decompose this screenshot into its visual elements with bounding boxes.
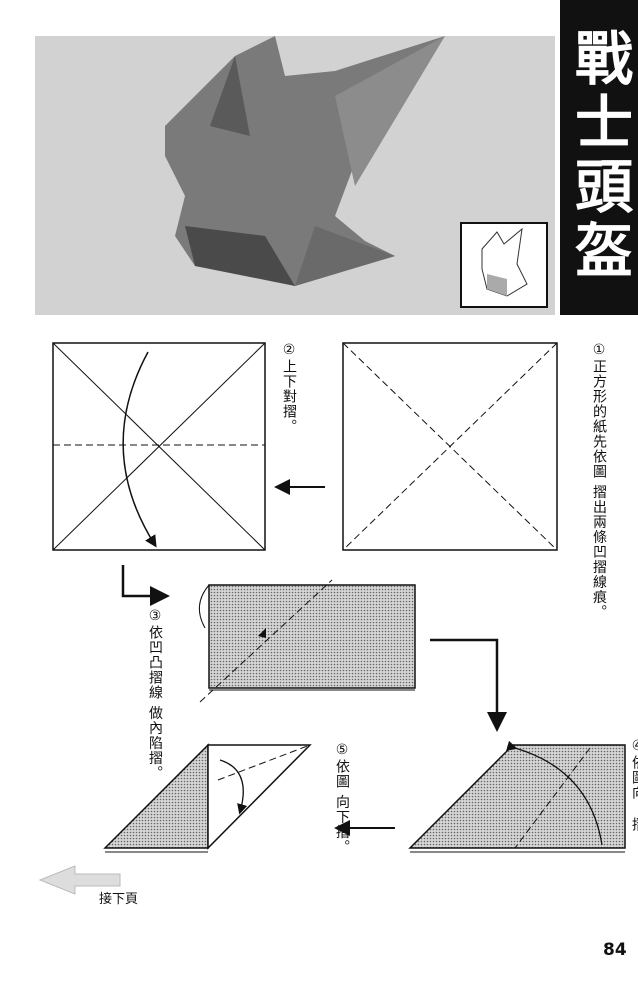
page-number: 84: [603, 940, 627, 960]
next-page-arrow-icon: [38, 865, 121, 895]
step-number: ④: [630, 738, 638, 755]
step1-square: [342, 342, 558, 551]
step5-text: ⑤依圖 向下摺。: [333, 742, 350, 854]
step-line: 依圖向: [630, 755, 638, 800]
step2-square: [52, 342, 266, 551]
finished-model-thumbnail: [460, 222, 548, 308]
step-line: 正方形的紙先依圖: [591, 359, 607, 479]
page-title: 戰士頭盔: [565, 28, 633, 284]
step-line: 向下摺。: [334, 794, 350, 855]
step-number: ②: [281, 342, 297, 359]
step-line: 上下對摺。: [281, 359, 297, 434]
step-number: ①: [591, 342, 607, 359]
title-bar: [560, 0, 638, 315]
step4-text: ④依圖向 摺: [629, 738, 638, 832]
step2-text: ②上下對摺。: [280, 342, 297, 434]
step-line: 依圖: [334, 759, 350, 789]
helmet-photo: [35, 36, 555, 315]
step-number: ③: [147, 608, 163, 625]
step-number: ⑤: [334, 742, 350, 759]
step-line: 摺出兩條凹摺線痕。: [591, 484, 607, 620]
arrow-step2-to-3: [121, 565, 170, 606]
helmet-illustration: [165, 36, 445, 286]
step1-text: ①正方形的紙先依圖 摺出兩條凹摺線痕。: [590, 342, 607, 619]
next-page-label: 接下頁: [99, 892, 139, 907]
arrow-step3-to-4: [430, 638, 507, 732]
step3-text: ③依凹凸摺線 做內陷摺。: [146, 608, 163, 780]
step4-shape: [408, 740, 626, 853]
step-line: 做內陷摺。: [147, 705, 163, 781]
step5-shape: [103, 743, 312, 853]
step-line: 依凹凸摺線: [147, 625, 163, 700]
step-line: 摺: [630, 817, 638, 833]
step3-rectangle: [198, 579, 416, 703]
